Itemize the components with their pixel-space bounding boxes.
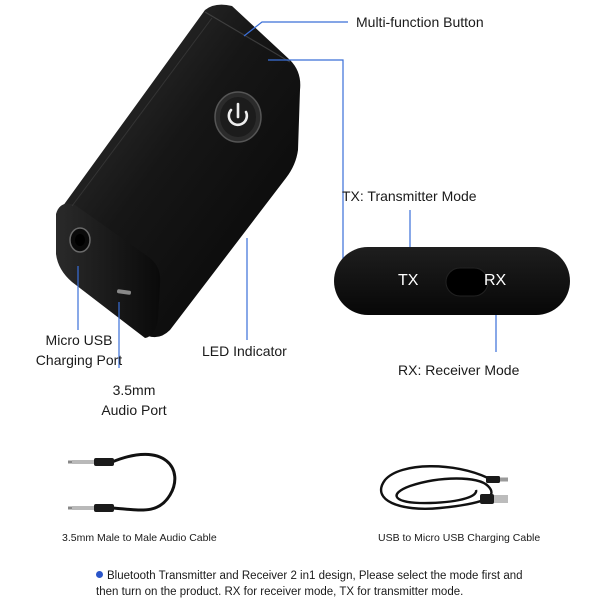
bullet-icon <box>96 571 103 578</box>
led-indicator-label: LED Indicator <box>202 343 287 359</box>
usage-note-line1-text: Bluetooth Transmitter and Receiver 2 in1… <box>107 570 523 582</box>
micro-usb-port-label: Micro USB Charging Port <box>24 330 134 370</box>
usage-note-line1: Bluetooth Transmitter and Receiver 2 in1… <box>96 568 596 584</box>
multi-function-button-label: Multi-function Button <box>356 14 484 30</box>
usb-cable-illustration <box>379 465 508 510</box>
audio-port-label: 3.5mm Audio Port <box>84 380 184 420</box>
micro-usb-port-icon <box>116 289 132 295</box>
usage-note-line2: then turn on the product. RX for receive… <box>96 586 464 598</box>
audio-cable-illustration <box>68 452 177 512</box>
audio-port-label-line1: 3.5mm <box>112 382 156 398</box>
power-button-icon <box>214 91 262 143</box>
micro-usb-label-line2: Charging Port <box>35 352 123 368</box>
audio-jack-icon <box>69 227 91 253</box>
device-body <box>56 4 301 338</box>
mode-switch <box>334 247 570 315</box>
audio-port-label-line2: Audio Port <box>101 402 167 418</box>
audio-cable-caption: 3.5mm Male to Male Audio Cable <box>62 532 217 544</box>
micro-usb-label-line1: Micro USB <box>45 332 113 348</box>
usb-cable-caption: USB to Micro USB Charging Cable <box>378 532 541 544</box>
rx-mode-label: RX: Receiver Mode <box>398 362 520 378</box>
switch-rx-text: RX <box>484 272 507 289</box>
usage-note: Bluetooth Transmitter and Receiver 2 in1… <box>96 568 596 600</box>
tx-mode-label: TX: Transmitter Mode <box>342 188 477 204</box>
switch-tx-text: TX <box>398 272 419 289</box>
